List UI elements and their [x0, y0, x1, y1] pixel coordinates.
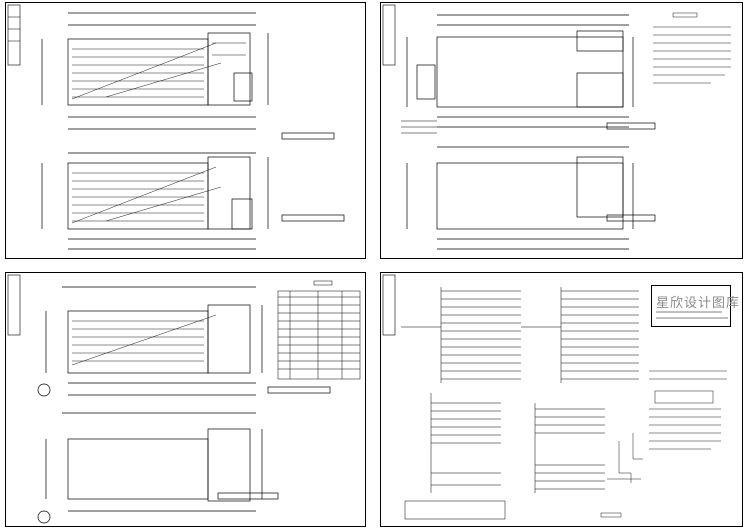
circuit-diagram-left: [401, 287, 521, 520]
stamp-title: 星欣设计图库: [656, 296, 741, 311]
floor-plan-lower: [37, 412, 279, 524]
sheet-3-drawing: [7, 274, 361, 524]
floor-plan-lower: [406, 146, 656, 250]
design-notes: [653, 12, 731, 84]
sheet-2-drawing: [382, 4, 731, 250]
sheet-1-drawing: [7, 4, 345, 250]
notes-and-details: [600, 370, 727, 518]
floor-plan-upper: [41, 12, 335, 140]
floor-plan-upper: [406, 14, 656, 130]
drawing-sheet-3: [5, 272, 366, 527]
legend-table: [277, 280, 361, 380]
sheet-4-drawing: [382, 274, 727, 520]
drawing-sheet-4: 星欣设计图库: [380, 272, 743, 527]
stamp-lines: [656, 311, 728, 319]
drawing-sheet-2: [380, 2, 743, 259]
floor-plan-upper: [37, 286, 331, 397]
floor-plan-lower: [41, 152, 345, 250]
drawing-sheet-1: [5, 2, 366, 259]
title-stamp: 星欣设计图库: [651, 285, 739, 327]
circuit-diagram-right: [521, 287, 639, 493]
